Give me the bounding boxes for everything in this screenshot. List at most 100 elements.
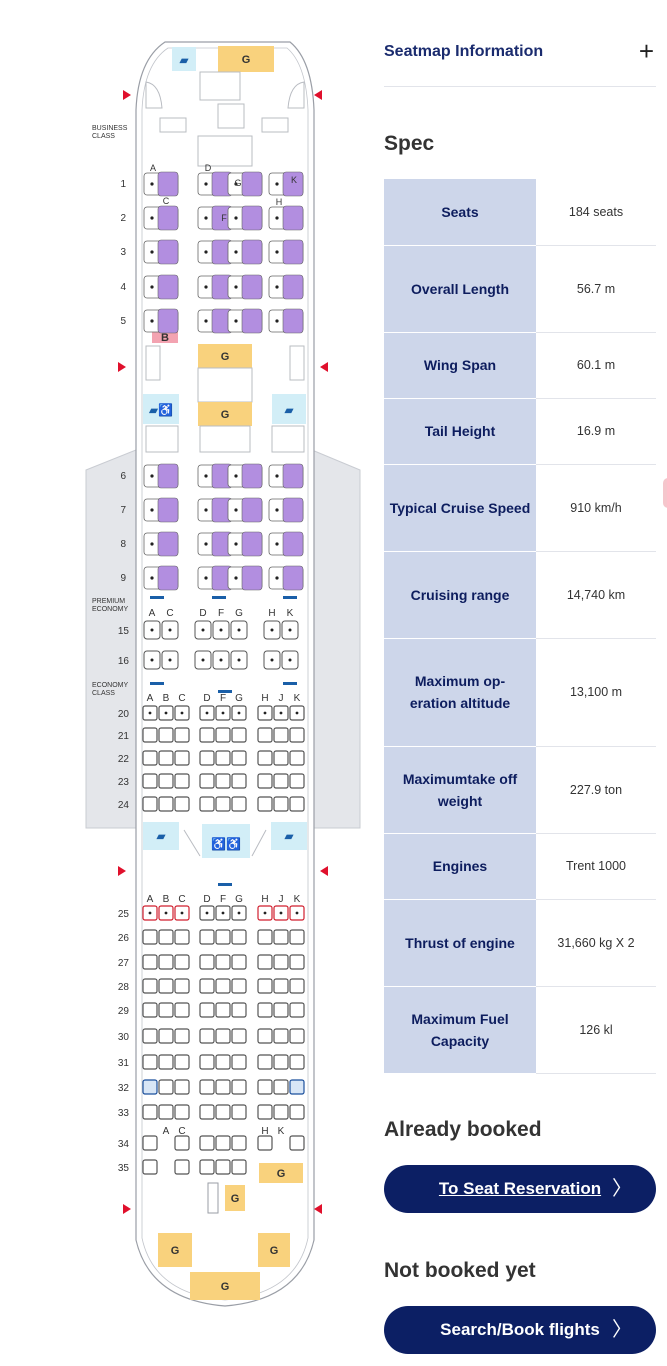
economy-seat[interactable]	[257, 1104, 273, 1120]
search-book-flights-button[interactable]: Search/Book flights 〉	[384, 1306, 656, 1354]
economy-seat[interactable]	[199, 705, 215, 721]
premium-seat[interactable]	[143, 620, 161, 640]
economy-seat[interactable]	[257, 1002, 273, 1018]
business-seat[interactable]	[143, 308, 179, 334]
economy-seat[interactable]	[231, 1079, 247, 1095]
plus-icon[interactable]: +	[638, 36, 654, 66]
economy-seat[interactable]	[199, 1002, 215, 1018]
economy-seat[interactable]	[174, 1028, 190, 1044]
economy-seat[interactable]	[158, 1028, 174, 1044]
business-seat[interactable]	[227, 531, 263, 557]
economy-seat[interactable]	[174, 1104, 190, 1120]
economy-seat[interactable]	[199, 978, 215, 994]
business-seat[interactable]	[227, 308, 263, 334]
premium-seat[interactable]	[194, 650, 212, 670]
business-seat[interactable]	[268, 171, 304, 197]
economy-seat[interactable]	[199, 1159, 215, 1175]
economy-seat[interactable]	[142, 796, 158, 812]
economy-seat[interactable]	[215, 1002, 231, 1018]
economy-seat[interactable]	[174, 1159, 190, 1175]
economy-seat[interactable]	[273, 1028, 289, 1044]
economy-seat[interactable]	[158, 750, 174, 766]
premium-seat[interactable]	[194, 620, 212, 640]
economy-seat[interactable]	[289, 1028, 305, 1044]
economy-seat[interactable]	[273, 1104, 289, 1120]
economy-seat[interactable]	[289, 727, 305, 743]
economy-seat[interactable]	[231, 1028, 247, 1044]
economy-seat[interactable]	[231, 1159, 247, 1175]
economy-seat[interactable]	[174, 929, 190, 945]
business-seat[interactable]	[197, 463, 233, 489]
economy-seat[interactable]	[158, 1104, 174, 1120]
premium-seat[interactable]	[212, 650, 230, 670]
economy-seat[interactable]	[142, 1054, 158, 1070]
economy-seat[interactable]	[289, 705, 305, 721]
economy-seat[interactable]	[215, 796, 231, 812]
business-seat[interactable]	[197, 274, 233, 300]
economy-seat[interactable]	[174, 905, 190, 921]
economy-seat[interactable]	[199, 929, 215, 945]
business-seat[interactable]	[227, 274, 263, 300]
economy-seat[interactable]	[215, 929, 231, 945]
economy-seat[interactable]	[215, 954, 231, 970]
economy-seat[interactable]	[199, 727, 215, 743]
business-seat[interactable]	[268, 497, 304, 523]
business-seat[interactable]	[143, 497, 179, 523]
business-seat[interactable]	[143, 239, 179, 265]
economy-seat[interactable]	[142, 727, 158, 743]
economy-seat[interactable]	[289, 905, 305, 921]
floating-handle[interactable]	[663, 478, 667, 508]
economy-seat[interactable]	[289, 750, 305, 766]
economy-seat[interactable]	[158, 1054, 174, 1070]
economy-seat[interactable]	[273, 978, 289, 994]
business-seat[interactable]	[227, 463, 263, 489]
economy-seat[interactable]	[174, 705, 190, 721]
business-seat[interactable]	[268, 239, 304, 265]
economy-seat[interactable]	[273, 954, 289, 970]
economy-seat[interactable]	[231, 905, 247, 921]
seat-reservation-label[interactable]: To Seat Reservation	[438, 1179, 602, 1198]
economy-seat[interactable]	[289, 1104, 305, 1120]
economy-seat[interactable]	[257, 1135, 273, 1151]
economy-seat[interactable]	[289, 796, 305, 812]
economy-seat[interactable]	[174, 978, 190, 994]
seatmap-information-accordion[interactable]: Seatmap Information +	[384, 30, 656, 87]
business-seat[interactable]	[143, 274, 179, 300]
economy-seat[interactable]	[174, 1079, 190, 1095]
economy-seat[interactable]	[215, 705, 231, 721]
economy-seat[interactable]	[142, 929, 158, 945]
business-seat[interactable]	[143, 531, 179, 557]
economy-seat[interactable]	[199, 1104, 215, 1120]
economy-seat[interactable]	[142, 1159, 158, 1175]
economy-seat[interactable]	[174, 773, 190, 789]
economy-seat[interactable]	[231, 929, 247, 945]
business-seat[interactable]	[227, 171, 263, 197]
business-seat[interactable]	[197, 239, 233, 265]
economy-seat[interactable]	[231, 773, 247, 789]
economy-seat[interactable]	[257, 954, 273, 970]
business-seat[interactable]	[143, 565, 179, 591]
economy-seat[interactable]	[199, 954, 215, 970]
premium-seat[interactable]	[281, 620, 299, 640]
economy-seat[interactable]	[215, 727, 231, 743]
premium-seat[interactable]	[230, 650, 248, 670]
business-seat[interactable]	[227, 565, 263, 591]
economy-seat[interactable]	[158, 905, 174, 921]
business-seat[interactable]	[143, 463, 179, 489]
economy-seat[interactable]	[273, 1054, 289, 1070]
economy-seat[interactable]	[174, 954, 190, 970]
economy-seat[interactable]	[199, 750, 215, 766]
economy-seat[interactable]	[231, 796, 247, 812]
business-seat[interactable]	[268, 463, 304, 489]
premium-seat[interactable]	[161, 650, 179, 670]
economy-seat[interactable]	[215, 1028, 231, 1044]
economy-seat[interactable]	[289, 929, 305, 945]
economy-seat[interactable]	[257, 750, 273, 766]
economy-seat[interactable]	[158, 954, 174, 970]
economy-seat[interactable]	[289, 773, 305, 789]
economy-seat[interactable]	[142, 705, 158, 721]
economy-seat[interactable]	[273, 796, 289, 812]
economy-seat[interactable]	[289, 1054, 305, 1070]
economy-seat[interactable]	[289, 978, 305, 994]
business-seat[interactable]	[227, 205, 263, 231]
